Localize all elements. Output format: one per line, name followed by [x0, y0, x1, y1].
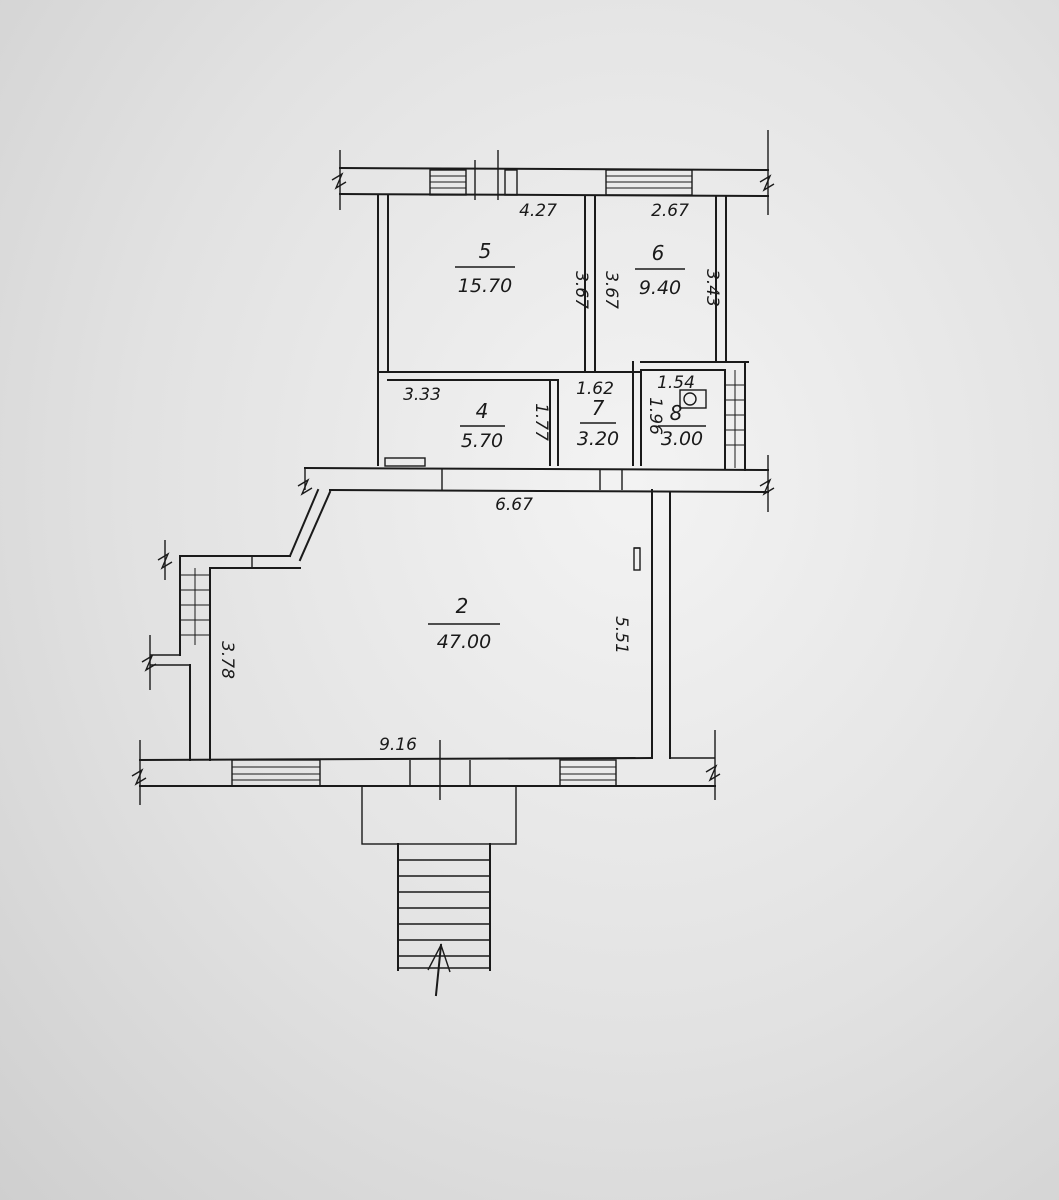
- room-8-number: 8: [670, 401, 683, 425]
- dim-room6-height-right: 3.43: [702, 269, 722, 307]
- window-top-left: [429, 169, 467, 196]
- dim-room2-left-height: 3.78: [217, 641, 237, 679]
- room-2-walls: [141, 488, 721, 800]
- dim-room5-width: 4.27: [519, 201, 557, 221]
- upper-walls: [377, 195, 749, 471]
- dim-room2-bottom-width: 9.16: [379, 735, 417, 755]
- dim-room4-height: 1.77: [531, 403, 551, 441]
- dim-room6-height-left: 3.67: [601, 271, 621, 309]
- sink-fixture: [679, 389, 707, 409]
- room-5-area: 15.70: [458, 275, 512, 297]
- dim-room4-width: 3.33: [403, 385, 441, 405]
- entrance-arrow-icon: [427, 943, 451, 997]
- window-bottom-right: [559, 759, 617, 787]
- room-2-label: 2 47.00: [428, 594, 500, 653]
- room-2-area: 47.00: [437, 631, 491, 653]
- room-2-number: 2: [456, 594, 469, 618]
- dim-room5-height: 3.67: [571, 271, 591, 309]
- room-8-area: 3.00: [661, 428, 703, 450]
- room-6-label: 6 9.40: [635, 241, 685, 299]
- door-bottom: [409, 740, 471, 800]
- room-7-area: 3.20: [577, 428, 619, 450]
- dim-room6-width: 2.67: [651, 201, 689, 221]
- room-6-area: 9.40: [639, 277, 681, 299]
- dim-room8-height: 1.96: [645, 397, 665, 435]
- window-left: [180, 568, 210, 645]
- dim-room8-width: 1.54: [657, 373, 695, 393]
- room-5-label: 5 15.70: [455, 239, 515, 297]
- room-4-label: 4 5.70: [460, 399, 505, 452]
- top-exterior-wall: [331, 130, 775, 215]
- room-7-number: 7: [592, 396, 605, 420]
- door-top: [474, 150, 518, 200]
- dim-room2-top-width: 6.67: [495, 495, 533, 515]
- main-dividing-wall: [297, 455, 775, 512]
- room-5-number: 5: [479, 239, 492, 263]
- bottom-exterior-wall: [131, 740, 716, 805]
- room-7-label: 7 3.20: [577, 396, 619, 450]
- window-top-right: [605, 169, 693, 196]
- entrance-stairs: [361, 785, 517, 997]
- room-6-number: 6: [652, 241, 665, 265]
- window-bottom-left: [231, 759, 321, 787]
- room-4-number: 4: [476, 399, 489, 423]
- dim-room7-width: 1.62: [576, 379, 614, 399]
- room-4-area: 5.70: [461, 430, 503, 452]
- dim-room2-right-height: 5.51: [611, 616, 631, 654]
- room-8-label: 8 3.00: [658, 401, 706, 450]
